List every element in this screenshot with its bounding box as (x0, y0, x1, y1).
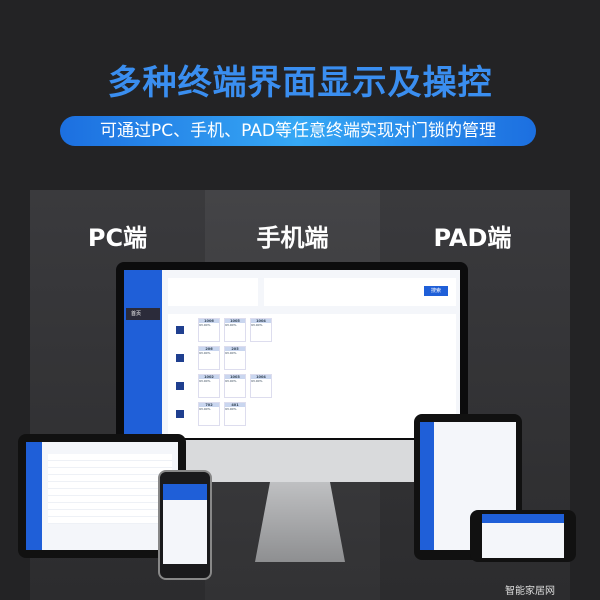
monitor-stand (255, 482, 345, 562)
phone-screen (163, 484, 207, 564)
room-rate: 93.00% (199, 351, 211, 355)
headline: 多种终端界面显示及操控 (107, 63, 493, 103)
floor-icon (176, 410, 184, 418)
watermark: 智能家居网 (505, 586, 555, 597)
left-tablet-screen (26, 442, 178, 550)
search-button[interactable]: 搜索 (424, 286, 448, 296)
room-number: 206 (199, 347, 219, 351)
left-tablet-table (48, 454, 172, 524)
floor-icon (176, 354, 184, 362)
phone-header (163, 484, 207, 500)
room-rate: 93.00% (199, 323, 211, 327)
room-rate: 93.00% (225, 351, 237, 355)
label-pc: PC端 (87, 224, 148, 252)
room-rate: 93.00% (225, 323, 237, 327)
room-number: 1003 (225, 375, 245, 379)
landscape-phone-screen (482, 514, 564, 558)
right-tablet-sidebar (420, 422, 434, 550)
room-number: 1004 (251, 319, 271, 323)
room-rate: 93.00% (199, 379, 211, 383)
room-number: 205 (225, 347, 245, 351)
room-number: 1004 (251, 375, 271, 379)
landscape-phone (470, 510, 576, 562)
sidebar: 首页 (124, 270, 162, 438)
room-number: 401 (225, 403, 245, 407)
room-rate: 93.00% (225, 379, 237, 383)
room-number: 702 (199, 403, 219, 407)
room-number: 1005 (225, 319, 245, 323)
room-rate: 93.00% (225, 407, 237, 411)
room-rate: 93.00% (251, 379, 263, 383)
floor-icon (176, 382, 184, 390)
left-tablet-sidebar (26, 442, 42, 550)
room-rate: 93.00% (251, 323, 263, 327)
room-rate: 93.00% (199, 407, 211, 411)
label-mobile: 手机端 (256, 224, 329, 252)
landscape-phone-header (482, 514, 564, 523)
room-number: 1006 (199, 319, 219, 323)
stats-panel (168, 278, 258, 306)
label-pad: PAD端 (433, 224, 512, 252)
room-number: 1002 (199, 375, 219, 379)
menu-item-home[interactable]: 首页 (126, 308, 160, 320)
subtitle-banner: 可通过PC、手机、PAD等任意终端实现对门锁的管理 (60, 116, 536, 146)
floor-icon (176, 326, 184, 334)
phone (158, 470, 212, 580)
